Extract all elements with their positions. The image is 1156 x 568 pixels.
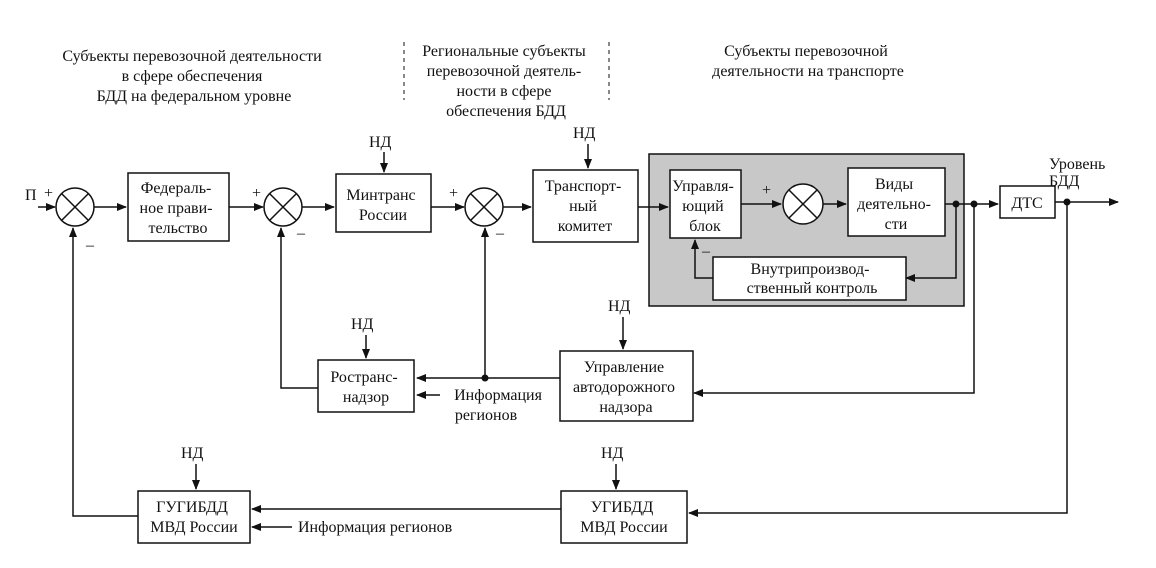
- label-internal-control: Внутрипроизвод- ственный контроль: [747, 261, 878, 297]
- plus-sign-2: +: [252, 185, 261, 202]
- label-road-supervision: Управление автодорожного надзора: [573, 359, 679, 416]
- summing-junction-2: [263, 187, 303, 227]
- label-transport-committee: Транспорт- ный комитет: [545, 178, 626, 235]
- label-info-regions-lower: Информация регионов: [298, 519, 453, 536]
- minus-sign-1: –: [85, 237, 95, 254]
- box-federal-government: [127, 172, 230, 242]
- box-rostransnadzor: [317, 359, 415, 413]
- arrow-rostrans-j2: [277, 227, 318, 389]
- summing-junction-4: [782, 183, 824, 225]
- box-dts: [999, 185, 1056, 219]
- summing-junction-1: [55, 187, 95, 227]
- label-activities: Виды деятельно- сти: [857, 176, 935, 233]
- label-rostransnadzor: Ространс- надзор: [330, 369, 401, 406]
- nd-gugibdd: НД: [181, 445, 204, 462]
- plus-sign-4: +: [762, 182, 771, 199]
- minus-sign-2: –: [296, 225, 306, 242]
- nd-ugibdd: НД: [601, 445, 624, 462]
- label-dts: ДТС: [1011, 195, 1042, 212]
- summing-junction-3: [464, 187, 504, 227]
- minus-sign-3: –: [495, 225, 505, 242]
- output-label: Уровень БДД: [1049, 156, 1109, 190]
- box-road-supervision: [559, 350, 694, 422]
- nd-committee: НД: [573, 125, 596, 142]
- plus-sign-1: +: [44, 185, 53, 202]
- box-control-unit: [669, 169, 742, 239]
- box-activities: [847, 167, 946, 237]
- header-federal: Субъекты перевозочной деятельности в сфе…: [62, 48, 325, 105]
- header-regional: Региональные субъекты перевозочной деяте…: [422, 43, 590, 120]
- arrow-output-ugibdd: [688, 202, 1068, 517]
- box-ugibdd: [560, 490, 688, 544]
- input-label: П: [25, 187, 37, 204]
- label-gugibdd: ГУГИБДД МВД России: [150, 499, 238, 536]
- label-control-unit: Управля- ющий блок: [672, 178, 738, 235]
- minus-sign-4: –: [701, 243, 711, 260]
- arrow-internal-control: [691, 239, 713, 279]
- arrow-to-road-supervision: [693, 204, 975, 397]
- arrow-activities-internal: [905, 204, 957, 282]
- label-info-regions-upper: Информация регионов: [454, 387, 546, 424]
- header-transport: Субъекты перевозочной деятельности на тр…: [712, 43, 904, 80]
- box-gugibdd: [137, 490, 251, 544]
- arrow-gugibdd-j1: [69, 227, 138, 517]
- nd-mintrans: НД: [369, 134, 392, 151]
- label-mintrans: Минтранс России: [346, 187, 419, 224]
- label-federal-government: Федераль- ное прави- тельство: [140, 180, 217, 237]
- nd-road-supervision: НД: [608, 298, 631, 315]
- nd-rostransnadzor: НД: [351, 316, 374, 333]
- label-ugibdd: УГИБДД МВД России: [580, 499, 668, 536]
- plus-sign-3: +: [449, 185, 458, 202]
- box-transport-committee: [532, 169, 639, 243]
- box-mintrans: [335, 173, 432, 233]
